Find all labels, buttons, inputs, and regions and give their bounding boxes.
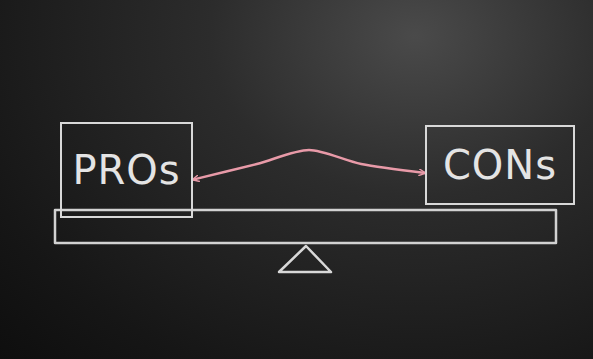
text-box: PROs	[60, 122, 193, 218]
seesaw-beam	[55, 210, 556, 243]
box-label: CONs	[443, 143, 557, 187]
fulcrum-triangle	[279, 246, 331, 272]
curved-double-arrow	[193, 150, 425, 180]
text-box: CONs	[425, 125, 575, 205]
box-label: PROs	[72, 148, 180, 192]
